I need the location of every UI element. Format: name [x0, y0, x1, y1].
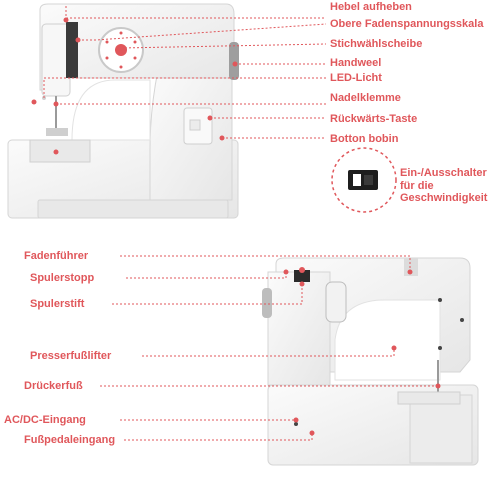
label-drueckerfuss: Drückerfuß	[24, 380, 83, 392]
handwheel-icon	[229, 42, 239, 80]
label-nadelklemme: Nadelklemme	[330, 92, 401, 104]
leader-lines-bottom	[100, 255, 438, 441]
front-view-machine	[7, 3, 239, 219]
label-stichwaehlscheibe: Stichwählscheibe	[330, 38, 423, 50]
label-ac-dc-eingang: AC/DC-Eingang	[4, 414, 86, 426]
label-handweel: Handweel	[330, 57, 382, 69]
side-view-machine	[262, 257, 479, 466]
label-botton-bobin: Botton bobin	[330, 133, 399, 145]
label-hebel-aufheben: Hebel aufheben	[330, 1, 412, 13]
power-switch-icon	[331, 147, 397, 213]
label-spulerstift: Spulerstift	[30, 298, 85, 310]
label-spulerstopp: Spulerstopp	[30, 272, 95, 284]
marker-dots-bottom	[283, 269, 441, 436]
label-rueckwaerts-taste: Rückwärts-Taste	[330, 113, 418, 125]
reverse-button-icon	[183, 107, 213, 145]
marker-dots-top	[31, 17, 238, 155]
label-ein-ausschalter: Ein-/Ausschalter für die Geschwindigkeit	[400, 167, 488, 205]
label-fadenfuehrer: Fadenführer	[24, 250, 89, 262]
label-obere-fadenspannungsskala: Obere Fadenspannungsskala	[330, 18, 484, 30]
label-led-licht: LED-Licht	[330, 72, 382, 84]
label-presserfusslifter: Presserfußlifter	[30, 350, 112, 362]
label-fusspedaleingang: Fußpedaleingang	[24, 434, 116, 446]
